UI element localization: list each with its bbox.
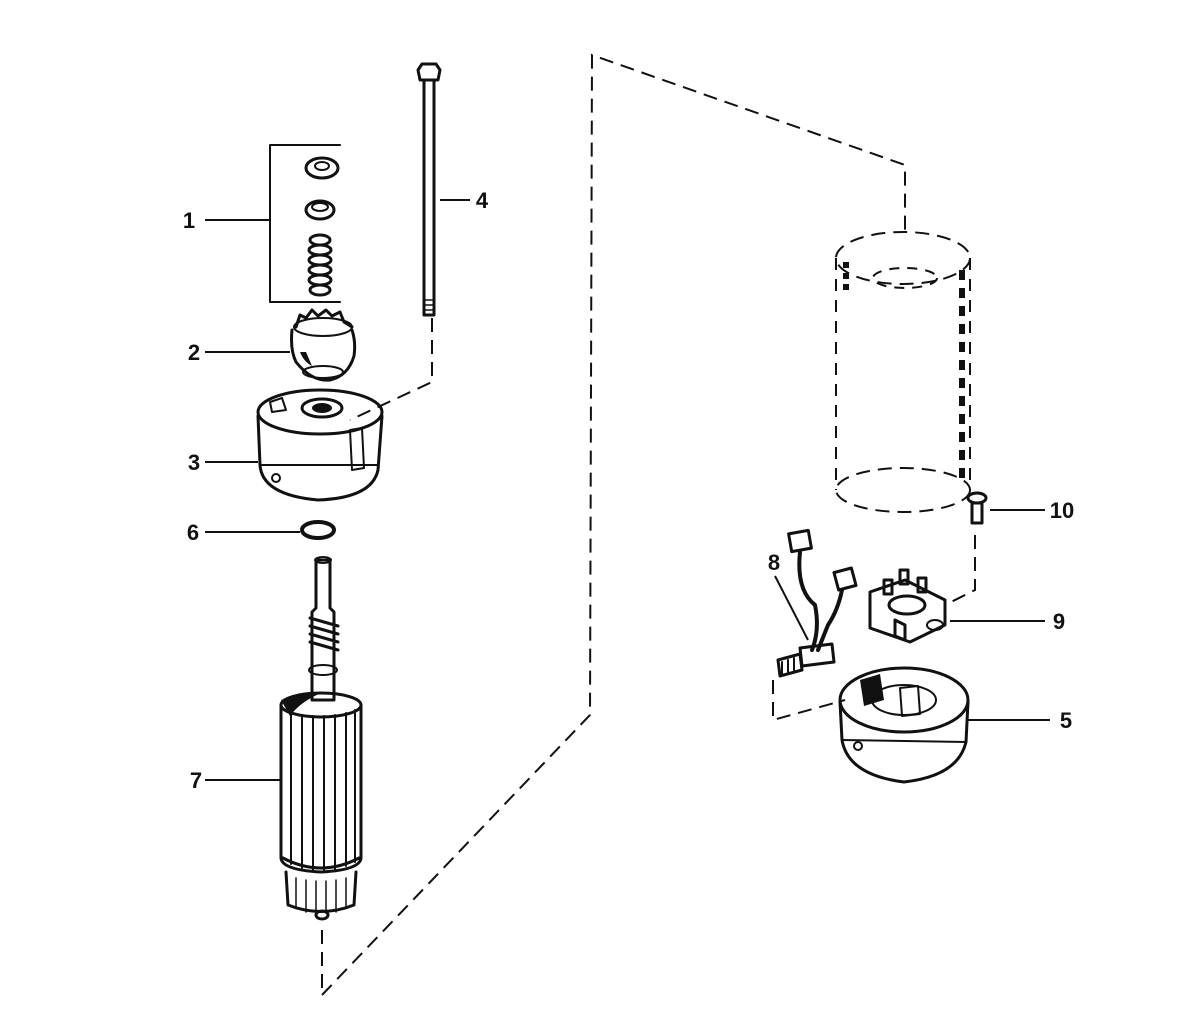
callout-label-2: 2 — [188, 340, 200, 365]
assembly-dash-lines — [321, 53, 976, 996]
brush-and-terminal-drawing — [776, 528, 858, 678]
callout-label-6: 6 — [187, 520, 199, 545]
armature-drawing — [279, 556, 363, 921]
callout-8: 8 — [768, 550, 809, 641]
callout-10: 10 — [990, 498, 1074, 523]
callout-3: 3 — [188, 450, 258, 475]
callout-label-5: 5 — [1060, 708, 1072, 733]
brush-holder-drawing — [868, 568, 947, 644]
callout-7: 7 — [190, 768, 280, 793]
drive-pinion-drawing — [290, 308, 357, 382]
callout-9: 9 — [950, 609, 1065, 634]
callout-label-8: 8 — [768, 550, 780, 575]
callout-5: 5 — [968, 708, 1072, 733]
thrust-washer-drawing — [300, 520, 336, 540]
callout-label-1: 1 — [183, 208, 195, 233]
screw-drawing — [966, 491, 988, 525]
callout-6: 6 — [187, 520, 300, 545]
through-bolt-drawing — [416, 62, 442, 317]
callout-label-3: 3 — [188, 450, 200, 475]
callout-4: 4 — [440, 188, 489, 213]
callout-label-9: 9 — [1053, 609, 1065, 634]
callout-label-10: 10 — [1050, 498, 1074, 523]
pinion-stop-kit-drawing — [269, 144, 341, 303]
callout-1: 1 — [183, 208, 270, 233]
drive-end-cap-drawing — [256, 388, 384, 502]
callout-2: 2 — [188, 340, 290, 365]
callout-label-7: 7 — [190, 768, 202, 793]
callout-label-4: 4 — [476, 188, 489, 213]
field-housing-drawing — [835, 231, 971, 513]
commutator-end-cap-drawing — [838, 666, 970, 784]
